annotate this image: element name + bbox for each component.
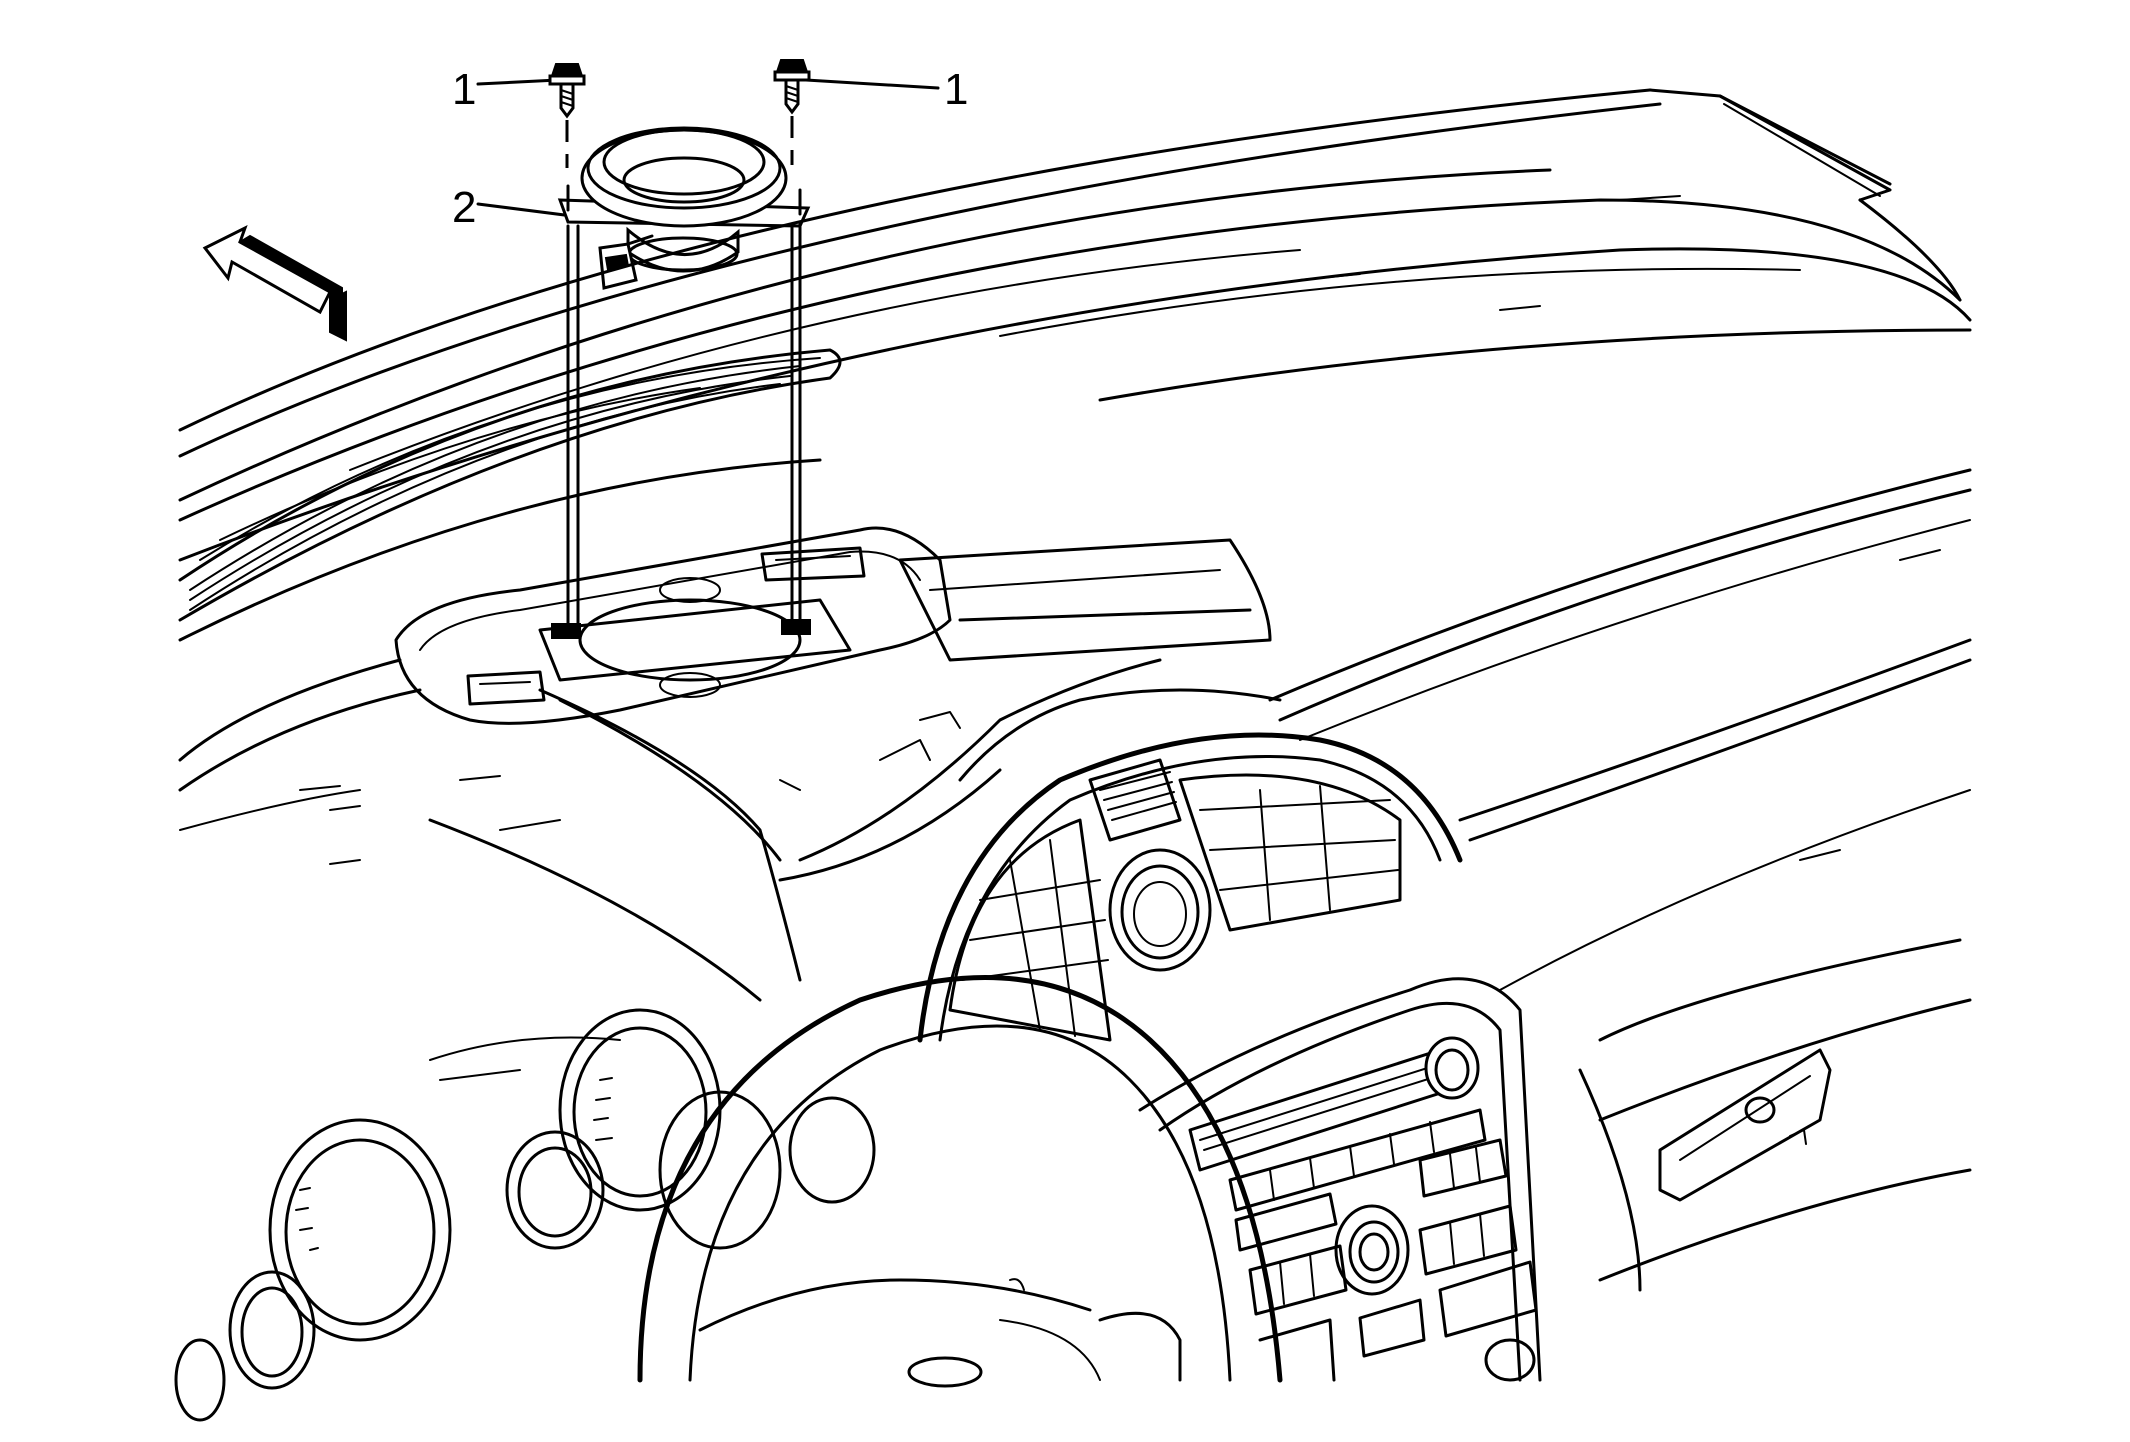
steering-wheel [637, 975, 1283, 1388]
instrument-cluster [174, 1008, 876, 1422]
radio-stack [1138, 977, 1542, 1382]
bolt-right-icon [773, 59, 811, 115]
callout-1-left: 1 [452, 65, 560, 114]
speaker-opening [394, 526, 1272, 725]
callout-label-bolt-right: 1 [944, 65, 968, 114]
cluster-hood [428, 658, 1282, 1002]
glove-box [1578, 938, 1972, 1292]
center-vent [917, 732, 1463, 1043]
forward-arrow-icon [202, 224, 347, 342]
instrument-panel-top [178, 88, 1972, 1122]
speaker-icon [557, 126, 811, 290]
callout-label-bolt-left: 1 [452, 65, 476, 114]
callout-label-speaker: 2 [452, 183, 476, 232]
callout-1-right: 1 [804, 65, 968, 114]
bolt-left-icon [548, 63, 586, 119]
